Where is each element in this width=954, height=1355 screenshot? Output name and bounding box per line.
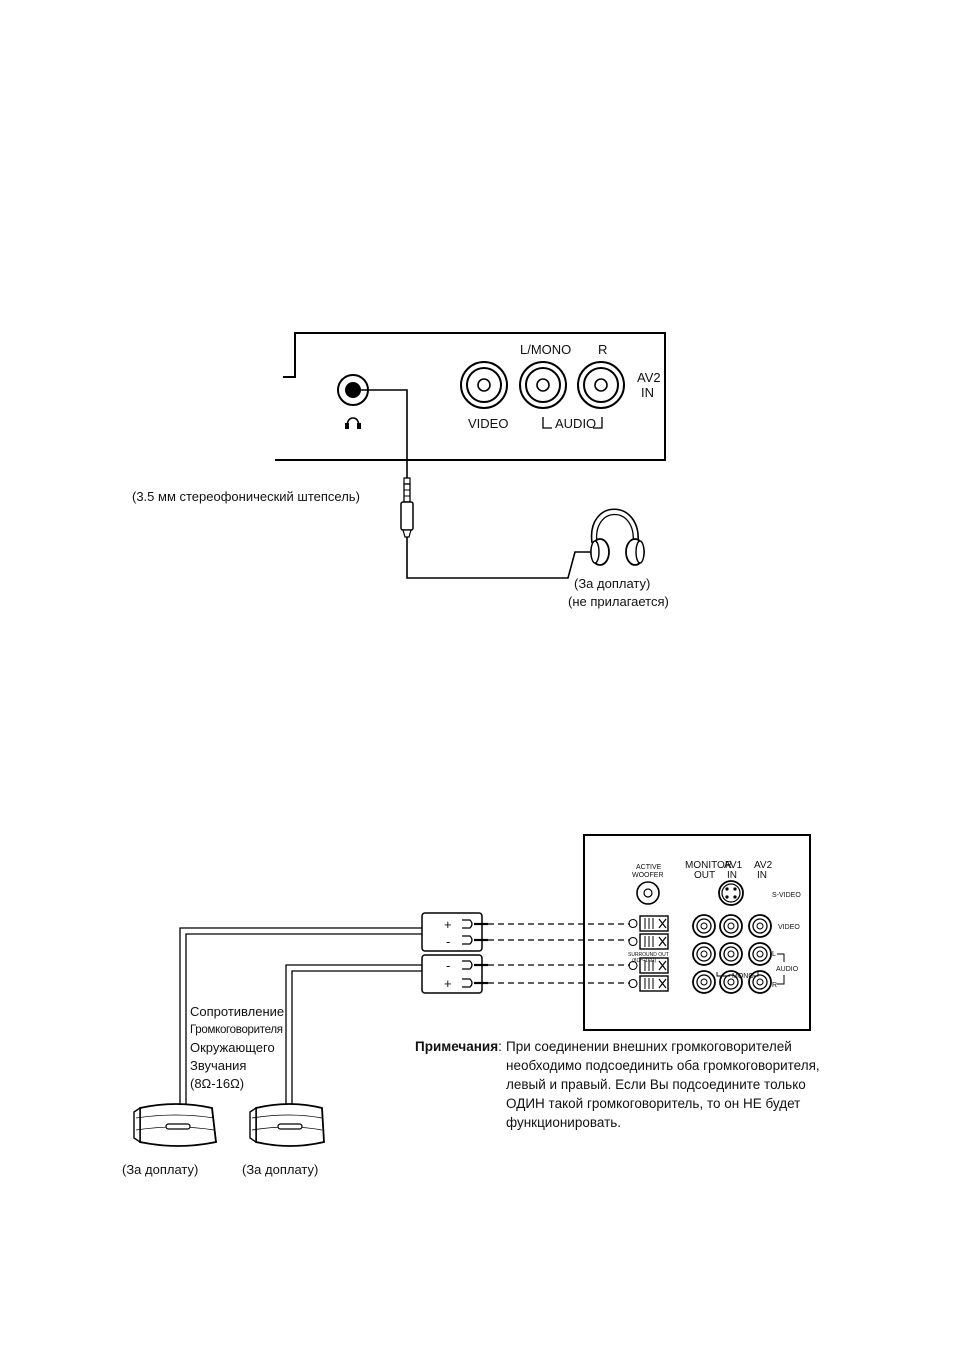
- rca-jack: [748, 970, 772, 994]
- note-heading: Примечания: [415, 1039, 499, 1054]
- label-audio-2: AUDIO: [776, 966, 799, 973]
- label-r: R: [598, 342, 607, 357]
- label-surround-ohm: (8Ω～16Ω): [632, 958, 656, 964]
- label-active: ACTIVE: [636, 864, 662, 871]
- rca-jack-grid: [692, 914, 772, 994]
- label-l-2: L: [772, 951, 776, 958]
- speaker-cable-right: [285, 964, 422, 1106]
- rca-jack: [719, 942, 743, 966]
- speaker-caption-right: (За доплату): [242, 1162, 318, 1177]
- sign-plus-1: +: [444, 917, 452, 932]
- surround-out-terminals: [628, 915, 669, 992]
- label-av2: AV2: [637, 370, 661, 385]
- connector-block-lower: - +: [421, 954, 488, 994]
- headphones-caption-1: (За доплату): [574, 576, 650, 591]
- headphones-icon: [590, 508, 645, 566]
- rca-jack: [748, 914, 772, 938]
- sign-plus-2: +: [444, 976, 452, 991]
- rca-jack: [692, 970, 716, 994]
- audio-bracket: [542, 417, 603, 429]
- rca-jack: [692, 942, 716, 966]
- dashed-wires: [488, 923, 630, 984]
- impedance-label: Сопротивление Громкоговорителя Окружающе…: [190, 1003, 300, 1093]
- speaker-caption-left: (За доплату): [122, 1162, 198, 1177]
- rca-jack: [692, 914, 716, 938]
- headphones-caption-2: (не прилагается): [568, 594, 669, 609]
- label-s-video: S-VIDEO: [772, 892, 801, 899]
- tv-rear-panel-outline: [275, 332, 666, 461]
- impedance-line: (8Ω-16Ω): [190, 1076, 245, 1091]
- rca-audio-right-jack: [577, 361, 625, 409]
- label-audio: AUDIO: [555, 416, 596, 431]
- rca-jack: [748, 942, 772, 966]
- note-text: При соединении внешних громкоговорителей…: [506, 1039, 820, 1130]
- label-out: OUT: [694, 870, 715, 881]
- headphone-diagram: L/MONO R AV2 IN VIDEO AUDIO (3.5 мм стер…: [132, 332, 669, 609]
- headphone-icon: [345, 417, 361, 429]
- impedance-line: Окружающего: [190, 1040, 275, 1055]
- stereo-plug: [400, 477, 414, 538]
- speaker-diagram: ACTIVE WOOFER MONITOR OUT AV1 IN AV2 IN …: [122, 834, 811, 1177]
- label-video-2: VIDEO: [778, 924, 800, 931]
- speaker-left-icon: [133, 1103, 217, 1147]
- rca-audio-left-jack: [519, 361, 567, 409]
- rca-jack: [719, 970, 743, 994]
- headphone-cable-lower: [406, 537, 592, 579]
- speaker-right-icon: [249, 1103, 325, 1147]
- impedance-line: Сопротивление: [190, 1004, 285, 1019]
- label-surround-out: SURROUND OUT: [628, 952, 669, 958]
- label-video: VIDEO: [468, 416, 508, 431]
- headphone-cable-upper: [353, 389, 408, 478]
- plug-caption: (3.5 мм стереофонический штепсель): [132, 489, 360, 504]
- label-in: IN: [641, 385, 654, 400]
- s-video-jack: [718, 880, 744, 906]
- label-woofer: WOOFER: [632, 872, 664, 879]
- rca-video-jack: [460, 361, 508, 409]
- sign-minus-1: -: [446, 934, 450, 949]
- label-monitor: MONITOR: [685, 860, 732, 871]
- sign-minus-2: -: [446, 958, 450, 973]
- active-woofer-jack: [636, 881, 660, 905]
- connector-block-upper: + -: [421, 912, 488, 952]
- impedance-line: Звучания: [190, 1058, 247, 1073]
- speaker-terminal: [628, 933, 669, 950]
- label-av2-in: IN: [757, 870, 767, 881]
- label-av1: AV1: [724, 860, 743, 871]
- label-r-2: R: [772, 982, 777, 989]
- impedance-line: Громкоговорителя: [190, 1024, 283, 1036]
- speaker-terminal: [628, 975, 669, 992]
- speaker-terminal: [628, 957, 669, 974]
- label-mono-2: MONO: [732, 973, 754, 980]
- rca-jack: [719, 914, 743, 938]
- label-av2: AV2: [754, 860, 773, 871]
- tv-rear-panel-2: [583, 834, 811, 1031]
- note-block: Примечания: При соединении внешних громк…: [415, 1037, 835, 1132]
- speaker-terminal: [628, 915, 669, 932]
- speaker-cable-left: [179, 927, 422, 1106]
- label-l-mono: L/MONO: [520, 342, 571, 357]
- label-av1-in: IN: [727, 870, 737, 881]
